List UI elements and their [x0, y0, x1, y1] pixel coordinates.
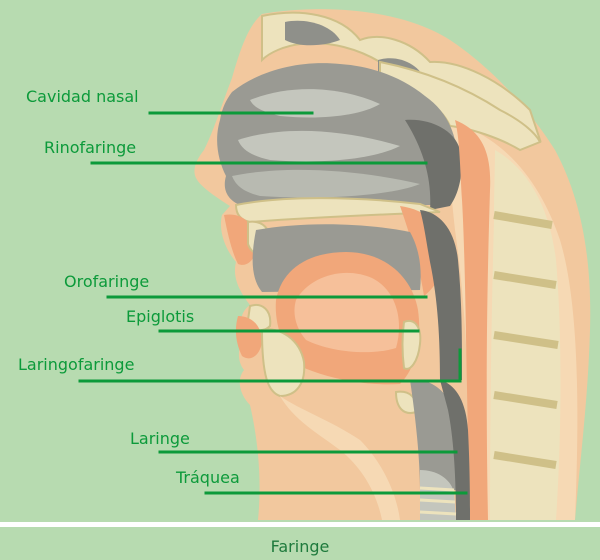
pharyngeal-wall [455, 120, 491, 520]
footer-title: Faringe [270, 537, 330, 556]
oropharynx-airway [420, 210, 462, 380]
vertebra-discs [493, 211, 559, 469]
nasal-turbinate-upper [250, 89, 380, 118]
label-orofaringe: Orofaringe [64, 272, 150, 291]
nasal-turbinate-lower [232, 169, 420, 198]
mandible [260, 328, 306, 398]
label-epiglotis: Epiglotis [126, 307, 195, 326]
label-traquea: Tráquea [176, 468, 240, 487]
esophagus [440, 380, 470, 520]
leader-lines [78, 111, 468, 495]
label-laringofaringe: Laringofaringe [18, 355, 135, 374]
label-laringe: Laringe [130, 429, 190, 448]
nasal-turbinate-middle [238, 130, 400, 162]
trachea-rings [419, 486, 457, 516]
footer-divider [0, 522, 600, 527]
label-cavidad-nasal: Cavidad nasal [26, 87, 139, 106]
footer-band [0, 522, 600, 560]
leader-line-laringofaringe [78, 348, 462, 383]
lower-lip [235, 316, 262, 359]
trachea [420, 470, 456, 520]
head-sagittal-section-illustration [78, 9, 591, 520]
epiglottis-flap [401, 320, 422, 370]
nasopharynx [405, 119, 462, 210]
throat-front [280, 396, 400, 520]
larynx [410, 379, 460, 490]
sinus-dark [285, 20, 340, 46]
vertebral-column [490, 150, 561, 520]
label-rinofaringe: Rinofaringe [44, 138, 137, 157]
